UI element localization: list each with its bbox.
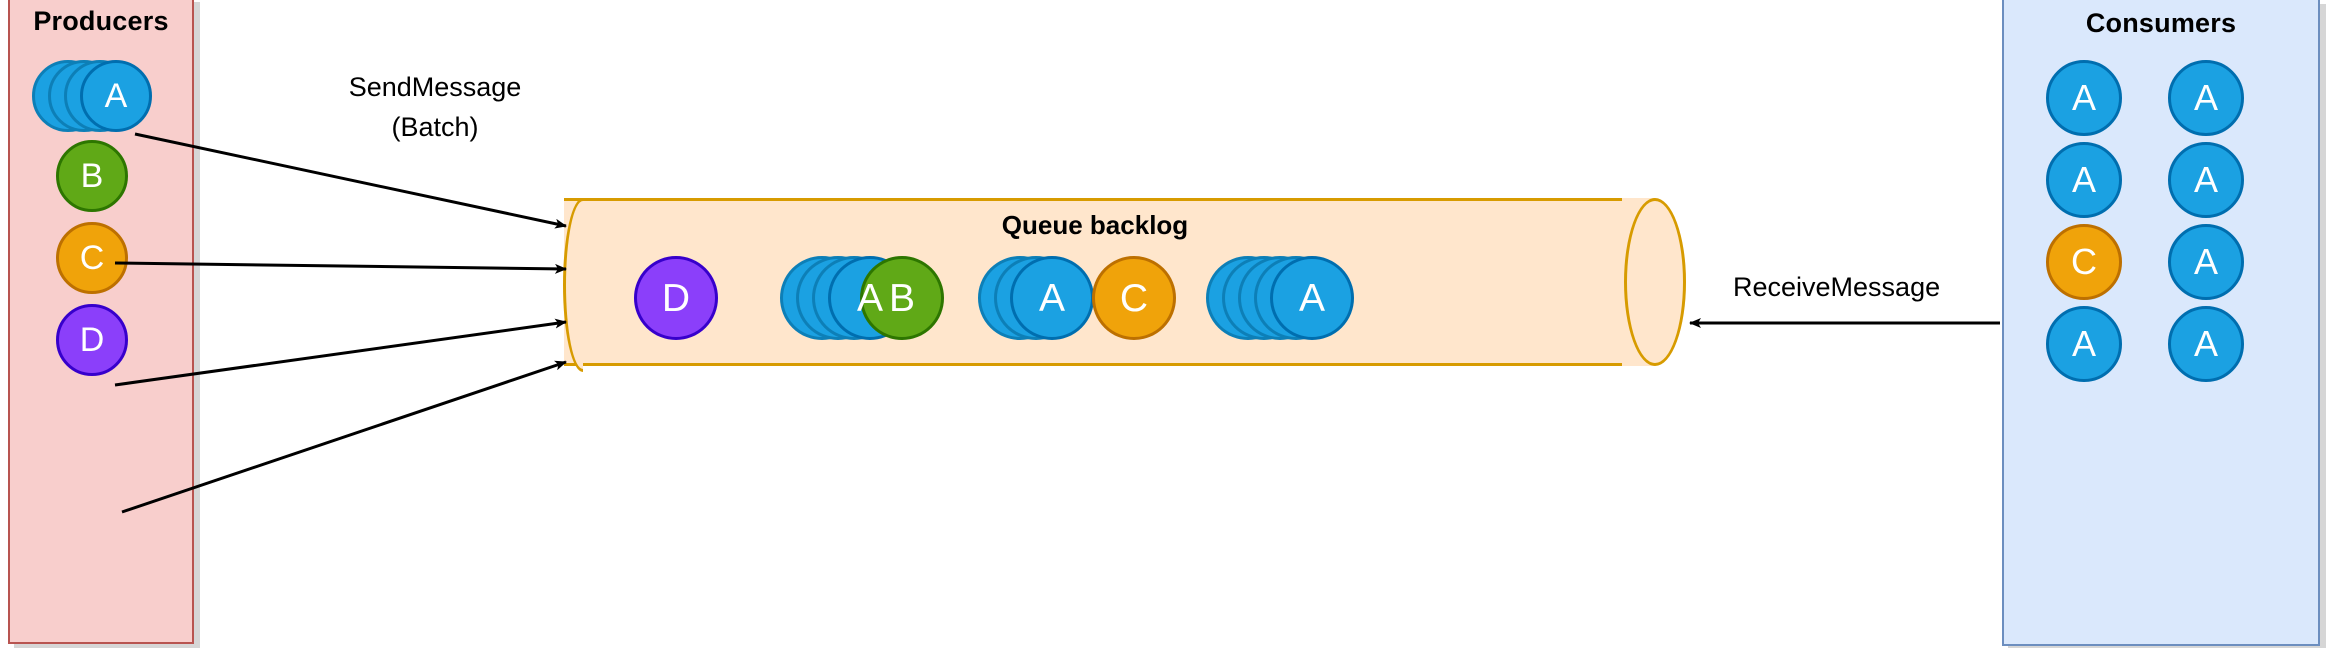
producer-a-token: A xyxy=(32,60,152,132)
queue-b-token: B xyxy=(860,256,944,340)
message-circle-a: A xyxy=(2168,306,2244,382)
receivemessage-label: ReceiveMessage xyxy=(1733,272,1941,302)
message-label: A xyxy=(2071,159,2096,200)
message-circle-d: D xyxy=(634,256,718,340)
message-label: A xyxy=(2071,77,2096,118)
queue-d-token: D xyxy=(634,256,718,340)
consumer-token: A xyxy=(2046,60,2122,136)
queue-a-token: A xyxy=(978,256,1094,340)
arrow-producer-a-to-queue xyxy=(134,132,567,229)
message-circle-a: A xyxy=(1010,256,1094,340)
message-label: A xyxy=(2071,323,2096,364)
consumer-token: A xyxy=(2168,60,2244,136)
message-circle-c: C xyxy=(2046,224,2122,300)
message-label: C xyxy=(2071,241,2097,282)
producer-c-token: C xyxy=(56,222,128,294)
sendmessage-label-line2: (Batch) xyxy=(391,112,479,142)
queue-a-token: A xyxy=(1206,256,1354,340)
cylinder-right-cap xyxy=(1624,198,1686,366)
producers-title: Producers xyxy=(33,6,169,36)
message-circle-a: A xyxy=(2168,142,2244,218)
message-label: A xyxy=(2193,77,2218,118)
sendmessage-label-line1: SendMessage xyxy=(348,72,522,102)
message-circle-a: A xyxy=(2046,142,2122,218)
message-circle-c: C xyxy=(56,222,128,294)
message-label: C xyxy=(79,239,105,277)
message-circle-b: B xyxy=(56,140,128,212)
message-label: B xyxy=(888,276,915,320)
message-circle-a: A xyxy=(2168,60,2244,136)
message-circle-c: C xyxy=(1092,256,1176,340)
consumers-title: Consumers xyxy=(2085,8,2237,38)
message-circle-a: A xyxy=(1270,256,1354,340)
producers-panel: Producers A B C D xyxy=(8,0,194,644)
message-circle-a: A xyxy=(80,60,152,132)
producers-token-list: A B C D xyxy=(10,0,196,646)
message-label: A xyxy=(1298,276,1325,320)
message-label: A xyxy=(1038,276,1065,320)
message-label: D xyxy=(661,276,691,320)
consumer-token: A xyxy=(2168,224,2244,300)
message-label: D xyxy=(79,321,105,359)
message-circle-a: A xyxy=(2046,306,2122,382)
queue-title: Queue backlog xyxy=(1001,210,1189,240)
queue-c-token: C xyxy=(1092,256,1176,340)
message-label: A xyxy=(2193,241,2218,282)
message-circle-a: A xyxy=(2046,60,2122,136)
message-circle-b: B xyxy=(860,256,944,340)
producer-d-token: D xyxy=(56,304,128,376)
consumer-token: A xyxy=(2046,142,2122,218)
message-label: B xyxy=(80,157,104,195)
message-circle-a: A xyxy=(2168,224,2244,300)
message-label: A xyxy=(2193,323,2218,364)
consumer-token: C xyxy=(2046,224,2122,300)
message-label: A xyxy=(104,77,128,115)
consumer-token: A xyxy=(2046,306,2122,382)
message-label: A xyxy=(2193,159,2218,200)
consumer-token: A xyxy=(2168,306,2244,382)
consumer-token: A xyxy=(2168,142,2244,218)
message-circle-d: D xyxy=(56,304,128,376)
message-label: C xyxy=(1119,276,1149,320)
producer-b-token: B xyxy=(56,140,128,212)
